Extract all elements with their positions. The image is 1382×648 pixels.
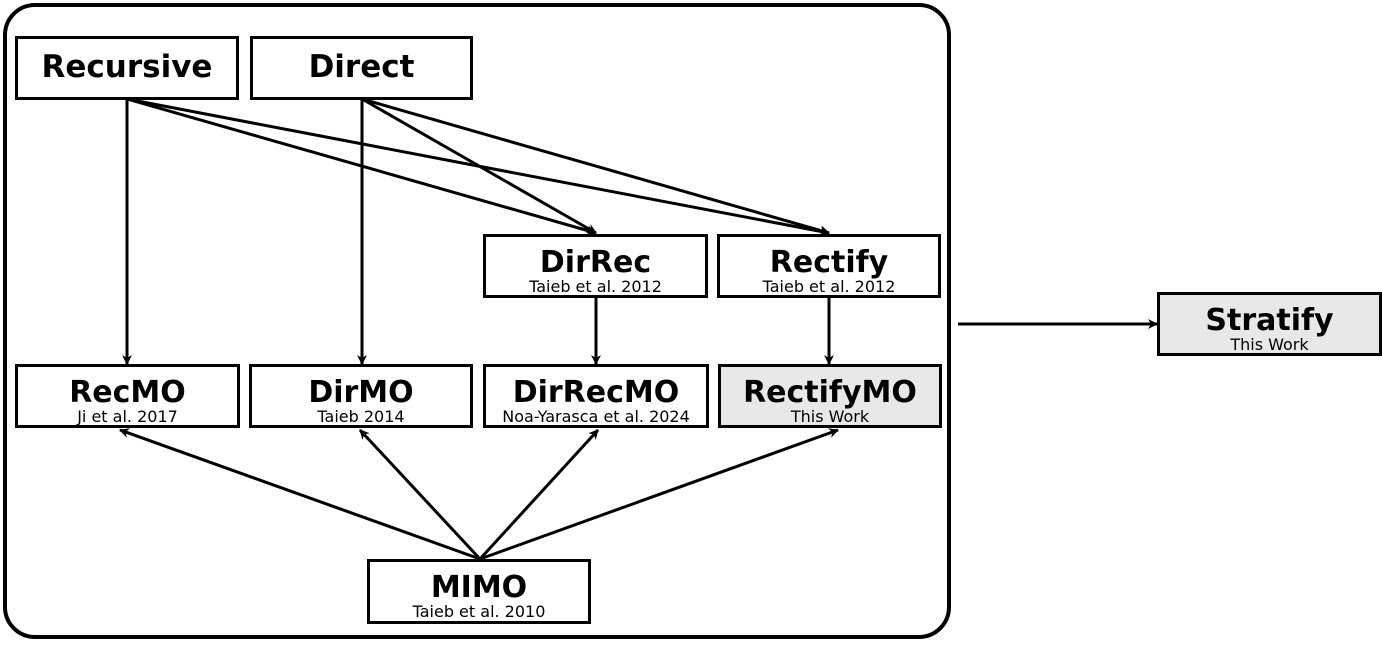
node-citation: This Work [790,407,870,426]
node-dirrec: DirRec Taieb et al. 2012 [483,234,708,298]
node-dirmo: DirMO Taieb 2014 [249,364,473,428]
node-citation: Noa-Yarasca et al. 2024 [502,407,690,426]
node-citation: Taieb 2014 [317,407,405,426]
node-citation: Taieb et al. 2010 [412,602,546,621]
node-title: Rectify [769,245,889,280]
node-recmo: RecMO Ji et al. 2017 [15,364,240,428]
node-citation: This Work [1230,335,1309,354]
node-rectifymo: RectifyMO This Work [718,364,942,428]
node-title: MIMO [430,570,528,605]
node-dirrecmo: DirRecMO Noa-Yarasca et al. 2024 [483,364,709,428]
edge-mimo-dirrecmo [478,428,600,561]
strategy-group-frame [3,3,951,639]
edge-mimo-recmo [119,428,481,561]
node-title: Recursive [41,49,213,85]
node-stratify: Stratify This Work [1157,292,1382,356]
node-citation: Taieb et al. 2012 [762,277,896,296]
edge-direct-rectify [361,97,830,236]
node-mimo: MIMO Taieb et al. 2010 [367,559,591,624]
node-title: RecMO [69,375,186,410]
node-title: DirMO [308,375,414,410]
node-title: Direct [308,49,415,85]
node-title: Stratify [1205,303,1334,338]
node-direct: Direct [250,36,473,100]
node-title: DirRecMO [512,375,680,410]
node-citation: Ji et al. 2017 [77,407,178,426]
node-citation: Taieb et al. 2012 [529,277,662,296]
edge-mimo-dirmo [358,428,482,561]
node-recursive: Recursive [15,36,239,100]
edge-mimo-rectifymo [479,428,839,561]
edge-direct-dirrec [361,97,597,235]
node-rectify: Rectify Taieb et al. 2012 [717,234,941,298]
node-title: DirRec [539,245,652,280]
node-title: RectifyMO [743,375,917,410]
